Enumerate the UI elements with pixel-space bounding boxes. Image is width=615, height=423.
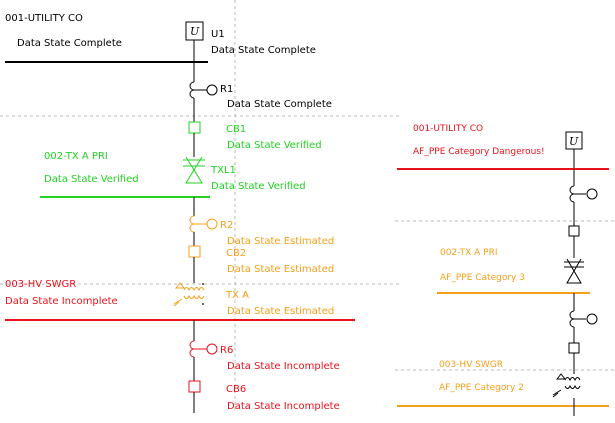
right-utility-source[interactable]: U [565, 131, 583, 150]
cb2-id-label: CB2 [226, 248, 246, 259]
relay-r2-ct-icon [189, 215, 195, 233]
relay-r1[interactable] [189, 81, 218, 99]
u1-status-label: Data State Complete [211, 45, 316, 56]
transformer-tx-a-ground-bar [173, 301, 180, 307]
hv-swgr-name-label: 003-HV SWGR [5, 279, 76, 290]
breaker-cb6[interactable] [188, 380, 201, 393]
fuse-txl1-icon [185, 156, 203, 184]
relay-r1-ct-icon [189, 81, 195, 99]
relay-r1-icon [206, 84, 218, 96]
cb1-status-label: Data State Verified [227, 140, 322, 151]
right-relay-1-ct-icon [569, 185, 575, 203]
fuse-txl1[interactable] [183, 156, 205, 184]
breaker-cb1[interactable] [188, 121, 201, 134]
transformer-tx-a-secondary-coil [183, 294, 205, 299]
utility-name-label: 001-UTILITY CO [5, 13, 83, 24]
breaker-cb2[interactable] [188, 245, 201, 258]
right-transformer[interactable] [552, 373, 581, 398]
transformer-tx-a-delta-icon [174, 282, 186, 289]
relay-r2-icon [206, 218, 218, 230]
right-hv-swgr-name-label: 003-HV SWGR [439, 360, 503, 370]
tx-a-pri-status-label: Data State Verified [44, 174, 139, 185]
transformer-tx-a-ground-arrow [173, 298, 183, 305]
relay-r6[interactable] [189, 340, 218, 358]
r1-status-label: Data State Complete [227, 99, 332, 110]
cb2-status-label: Data State Estimated [227, 264, 334, 275]
tx-a-status-label: Data State Estimated [227, 306, 334, 317]
transformer-tx-a-dot-bottom [202, 303, 204, 305]
right-utility-status-label: AF_PPE Category Dangerous! [413, 147, 545, 157]
transformer-tx-a[interactable] [173, 282, 205, 307]
relay-r2[interactable] [189, 215, 218, 233]
right-relay-1[interactable] [569, 185, 598, 203]
right-relay-1-icon [586, 188, 598, 200]
txl1-id-label: TXL1 [210, 165, 236, 176]
right-transformer-secondary-coil [564, 384, 581, 389]
right-breaker-1-icon [568, 225, 580, 237]
r2-status-label: Data State Estimated [227, 236, 334, 247]
relay-r6-ct-icon [189, 340, 195, 358]
hv-swgr-status-label: Data State Incomplete [5, 296, 118, 307]
cb6-id-label: CB6 [226, 384, 246, 395]
right-tx-a-pri-status-label: AF_PPE Category 3 [440, 273, 525, 283]
txl1-status-label: Data State Verified [211, 181, 306, 192]
right-breaker-2-icon [568, 342, 580, 354]
right-utility-name-label: 001-UTILITY CO [413, 124, 483, 134]
right-transformer-delta-icon [555, 373, 567, 380]
right-hv-swgr-status-label: AF_PPE Category 2 [439, 383, 524, 393]
utility-source-symbol: U [190, 25, 200, 38]
cb6-status-label: Data State Incomplete [227, 401, 340, 412]
relay-r6-icon [206, 343, 218, 355]
r1-id-label: R1 [220, 84, 233, 95]
dashed-guides [0, 0, 615, 410]
utility-source-u1[interactable]: U [185, 21, 204, 41]
right-utility-source-symbol: U [569, 135, 579, 148]
r6-status-label: Data State Incomplete [227, 361, 340, 372]
breaker-cb2-icon [188, 245, 201, 258]
utility-status-label: Data State Complete [17, 38, 122, 49]
breaker-cb6-icon [188, 380, 201, 393]
tx-a-id-label: TX A [225, 290, 249, 301]
right-relay-2[interactable] [569, 310, 598, 328]
r2-id-label: R2 [220, 220, 233, 231]
right-transformer-ground-bar [552, 392, 559, 398]
right-fuse-1-icon [566, 258, 582, 284]
transformer-tx-a-primary-coil [183, 287, 205, 292]
breaker-cb1-icon [188, 121, 201, 134]
transformer-tx-a-dot-top [202, 283, 204, 285]
right-transformer-primary-coil [564, 377, 581, 382]
right-breaker-2[interactable] [568, 342, 580, 354]
right-relay-2-icon [586, 313, 598, 325]
right-relay-2-ct-icon [569, 310, 575, 328]
tx-a-pri-name-label: 002-TX A PRI [44, 151, 108, 162]
right-breaker-1[interactable] [568, 225, 580, 237]
right-transformer-ground-arrow [552, 389, 562, 396]
right-fuse-1[interactable] [564, 258, 584, 284]
r6-id-label: R6 [220, 345, 233, 356]
cb1-id-label: CB1 [226, 124, 246, 135]
right-tx-a-pri-name-label: 002-TX A PRI [440, 248, 497, 258]
u1-id-label: U1 [211, 29, 225, 40]
